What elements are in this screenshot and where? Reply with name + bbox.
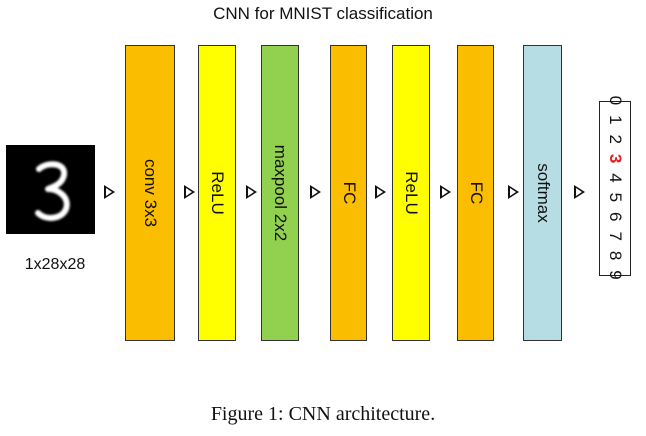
arrow-icon [310,185,321,199]
arrow-icon [508,185,519,199]
arrow-icon [375,185,386,199]
figure-caption: Figure 1: CNN architecture. [210,403,436,425]
diagram-title: CNN for MNIST classification [213,4,433,23]
output-digit: 2 [606,133,625,147]
layer-relu-1: ReLU [198,45,236,341]
input-size-label: 1x28x28 [24,256,86,273]
layer-label: softmax [533,163,553,223]
layer-label: maxpool 2x2 [271,144,290,242]
output-digit: 0 [606,95,625,108]
layer-label: FC [339,181,359,205]
arrow-icon [184,185,195,199]
layer-label: ReLU [208,171,227,215]
output-digit: 8 [606,250,625,263]
output-classes: 0 1 2 3 4 5 6 7 8 9 [599,95,631,282]
layer-softmax: softmax [523,45,562,341]
layer-fc-1: FC [330,45,367,341]
output-digits: 0 1 2 3 4 5 6 7 8 9 [605,95,625,282]
output-digit: 6 [606,211,625,224]
arrow-icon [104,185,115,199]
arrow-icon [246,185,257,199]
layer-maxpool: maxpool 2x2 [261,45,299,341]
digit-three-image [35,161,70,221]
layer-label: conv 3x3 [141,158,160,228]
layer-fc-2: FC [457,45,494,341]
layer-relu-2: ReLU [392,45,430,341]
layer-conv: conv 3x3 [125,45,175,341]
arrow-icon [574,185,585,199]
output-digit: 9 [606,269,625,282]
arrow-icon [440,185,451,199]
layer-label: ReLU [402,171,421,215]
output-digit: 4 [606,172,625,185]
input-digit-image [6,145,95,234]
layer-label: FC [466,181,486,205]
output-digit: 7 [606,230,625,244]
output-digit-predicted: 3 [606,153,625,166]
output-digit: 1 [606,114,625,127]
output-digit: 5 [606,192,625,205]
